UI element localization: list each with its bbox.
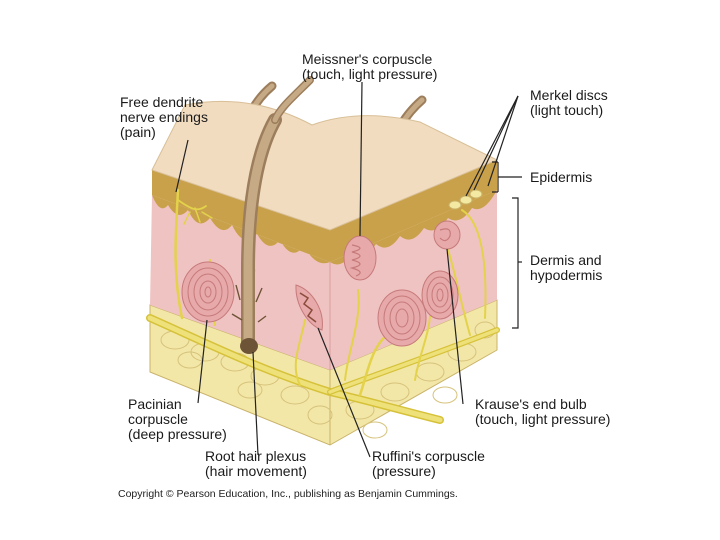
copyright-notice: Copyright © Pearson Education, Inc., pub… [118,488,458,500]
label-root-hair-plexus: Root hair plexus (hair movement) [205,449,307,479]
merkel-name: Merkel discs [530,88,608,103]
merkel-note: (light touch) [530,103,608,118]
root-hair-name: Root hair plexus [205,449,307,464]
meissner-note: (touch, light pressure) [302,67,437,82]
krause-note: (touch, light pressure) [475,412,610,427]
label-krause-end-bulb: Krause's end bulb (touch, light pressure… [475,397,610,427]
free-dendrite-line2: nerve endings [120,110,208,125]
label-dermis-hypodermis: Dermis and hypodermis [530,253,602,283]
pacinian-corpuscle-1 [182,262,234,322]
label-epidermis: Epidermis [530,170,592,185]
ruffini-note: (pressure) [372,464,485,479]
root-hair-note: (hair movement) [205,464,307,479]
pacinian-line1: Pacinian [128,397,227,412]
label-merkel-discs: Merkel discs (light touch) [530,88,608,118]
free-dendrite-line1: Free dendrite [120,95,208,110]
label-pacinian-corpuscle: Pacinian corpuscle (deep pressure) [128,397,227,442]
label-ruffini-corpuscle: Ruffini's corpuscle (pressure) [372,449,485,479]
pacinian-line3: (deep pressure) [128,427,227,442]
dermis-line1: Dermis and [530,253,602,268]
label-meissner-corpuscle: Meissner's corpuscle (touch, light press… [302,52,437,82]
epidermis-name: Epidermis [530,170,592,185]
pacinian-line2: corpuscle [128,412,227,427]
pacinian-corpuscle-3 [422,271,458,319]
meissner-name: Meissner's corpuscle [302,52,437,67]
ruffini-name: Ruffini's corpuscle [372,449,485,464]
dermis-line2: hypodermis [530,268,602,283]
pacinian-corpuscle-2 [378,290,426,346]
krause-end-bulb [434,221,460,249]
label-free-dendrite: Free dendrite nerve endings (pain) [120,95,208,140]
krause-name: Krause's end bulb [475,397,610,412]
meissner-corpuscle [344,236,376,280]
free-dendrite-line3: (pain) [120,125,208,140]
